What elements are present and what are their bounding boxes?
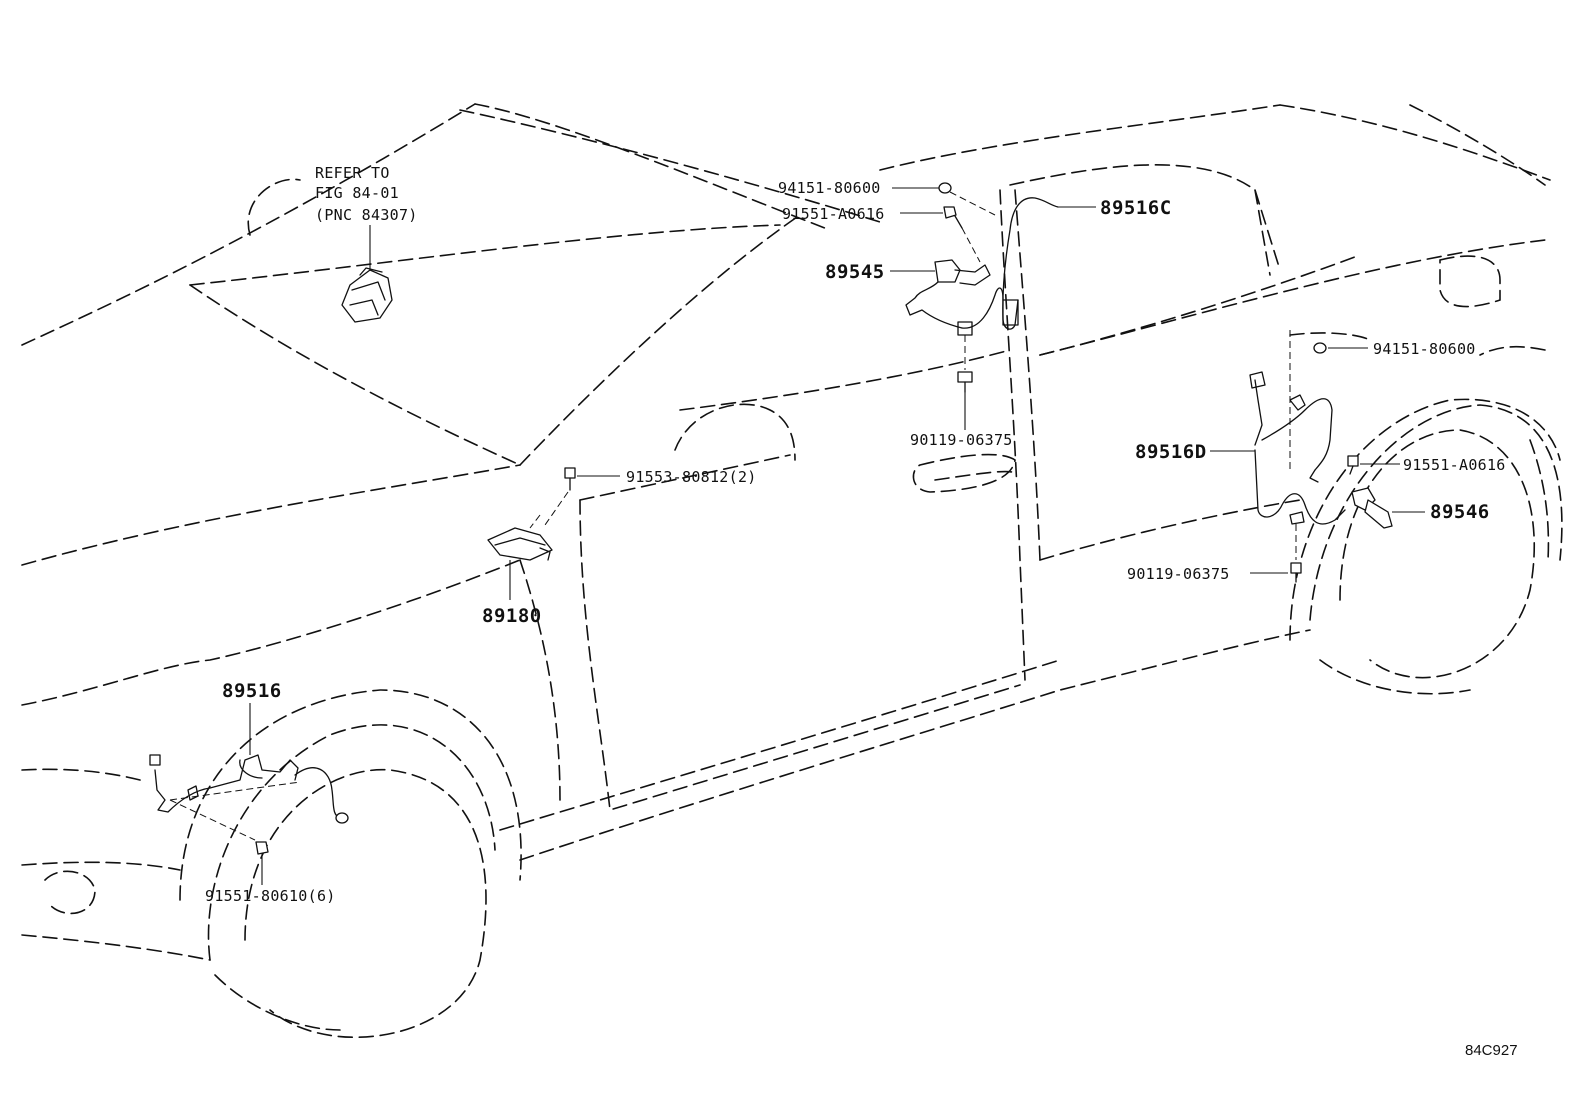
reference-line-3: (PNC 84307) <box>315 206 418 224</box>
callout-89516c: 89516C <box>1002 197 1172 330</box>
callout-94151-80600-rear: 94151-80600 <box>1289 330 1476 470</box>
reference-line-1: REFER TO <box>315 164 390 182</box>
label-89516d: 89516D <box>1135 441 1207 463</box>
callout-91553-80812: 91553-80812(2) <box>529 467 757 529</box>
label-94151-80600-top: 94151-80600 <box>778 179 881 197</box>
label-94151-80600-rear: 94151-80600 <box>1373 340 1476 358</box>
callout-89180: 89180 <box>482 527 553 627</box>
callout-90119-06375-rear: 90119-06375 <box>1127 562 1302 583</box>
callout-91551-a0616-rear: 91551-A0616 <box>1347 455 1506 475</box>
callout-91551-a0616-top: 91551-A0616 <box>782 205 981 263</box>
reference-line-2: FIG 84-01 <box>315 184 399 202</box>
label-89545: 89545 <box>825 261 885 283</box>
label-89516c: 89516C <box>1100 197 1172 219</box>
callout-94151-80600-top: 94151-80600 <box>778 179 996 216</box>
label-90119-06375-top: 90119-06375 <box>910 431 1013 449</box>
label-91551-a0616-rear: 91551-A0616 <box>1403 456 1506 474</box>
callout-89516: 89516 <box>149 680 349 841</box>
callout-89545: 89545 <box>825 259 1004 370</box>
label-91551-80610: 91551-80610(6) <box>205 887 336 905</box>
callout-89546: 89546 <box>1351 487 1490 529</box>
label-89180: 89180 <box>482 605 542 627</box>
label-89546: 89546 <box>1430 501 1490 523</box>
car-body-outline <box>21 103 1563 1038</box>
callout-89516d: 89516D <box>1135 371 1346 560</box>
label-91551-a0616-top: 91551-A0616 <box>782 205 885 223</box>
figure-id: 84C927 <box>1465 1042 1518 1059</box>
callout-91551-80610: 91551-80610(6) <box>205 841 336 905</box>
reference-note: REFER TO FIG 84-01 (PNC 84307) <box>315 164 418 272</box>
label-91553-80812: 91553-80812(2) <box>626 468 757 486</box>
steering-sensor-part <box>341 267 393 323</box>
label-90119-06375-rear: 90119-06375 <box>1127 565 1230 583</box>
callout-90119-06375-top: 90119-06375 <box>910 371 1013 449</box>
label-89516: 89516 <box>222 680 282 702</box>
